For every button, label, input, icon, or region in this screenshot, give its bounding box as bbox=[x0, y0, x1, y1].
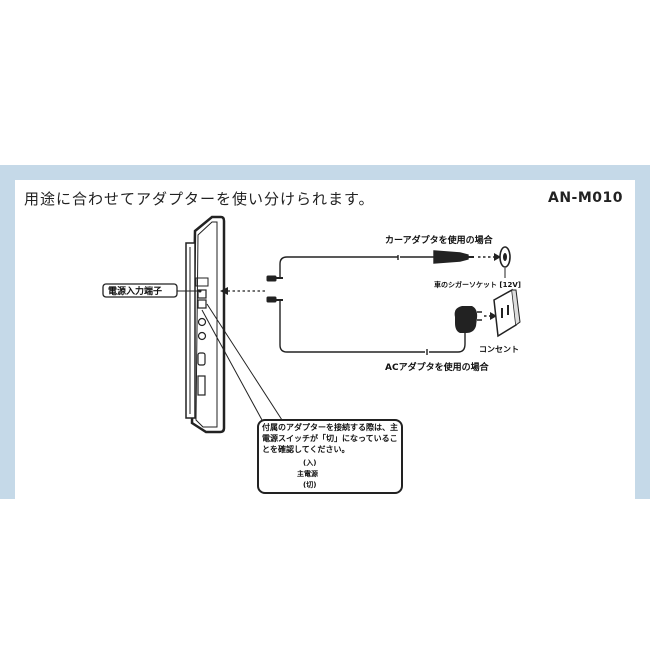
ac-adapter-cable bbox=[279, 301, 466, 355]
car-adapter-label: カーアダプタを使用の場合 bbox=[385, 236, 493, 246]
ac-adapter-label: ACアダプタを使用の場合 bbox=[385, 363, 489, 373]
switch-note-box bbox=[257, 419, 403, 494]
insert-arrow bbox=[220, 287, 265, 295]
cigar-socket-label: 車のシガーソケット [12V] bbox=[434, 281, 521, 289]
page-heading: 用途に合わせてアダプターを使い分けられます。 bbox=[24, 190, 375, 208]
power-input-label: 電源入力端子 bbox=[108, 287, 163, 297]
dc-plugs bbox=[266, 275, 283, 303]
car-adapter-cable bbox=[279, 250, 501, 278]
cigar-socket-icon bbox=[499, 246, 511, 278]
switch-on-label: (入) bbox=[303, 459, 317, 467]
player-device bbox=[185, 215, 226, 434]
ac-adapter-icon bbox=[454, 306, 497, 333]
switch-main-label: 主電源 bbox=[297, 470, 318, 478]
switch-off-label: (切) bbox=[303, 481, 317, 489]
switch-note-text: 付属のアダプターを接続する際は、主電源スイッチが「切」になっていることを確認して… bbox=[262, 423, 398, 454]
power-input-callout bbox=[102, 283, 202, 298]
model-number: AN-M010 bbox=[548, 190, 624, 206]
note-leader-lines bbox=[201, 303, 283, 421]
wall-outlet-icon bbox=[493, 288, 521, 338]
outlet-label: コンセント bbox=[479, 345, 519, 354]
